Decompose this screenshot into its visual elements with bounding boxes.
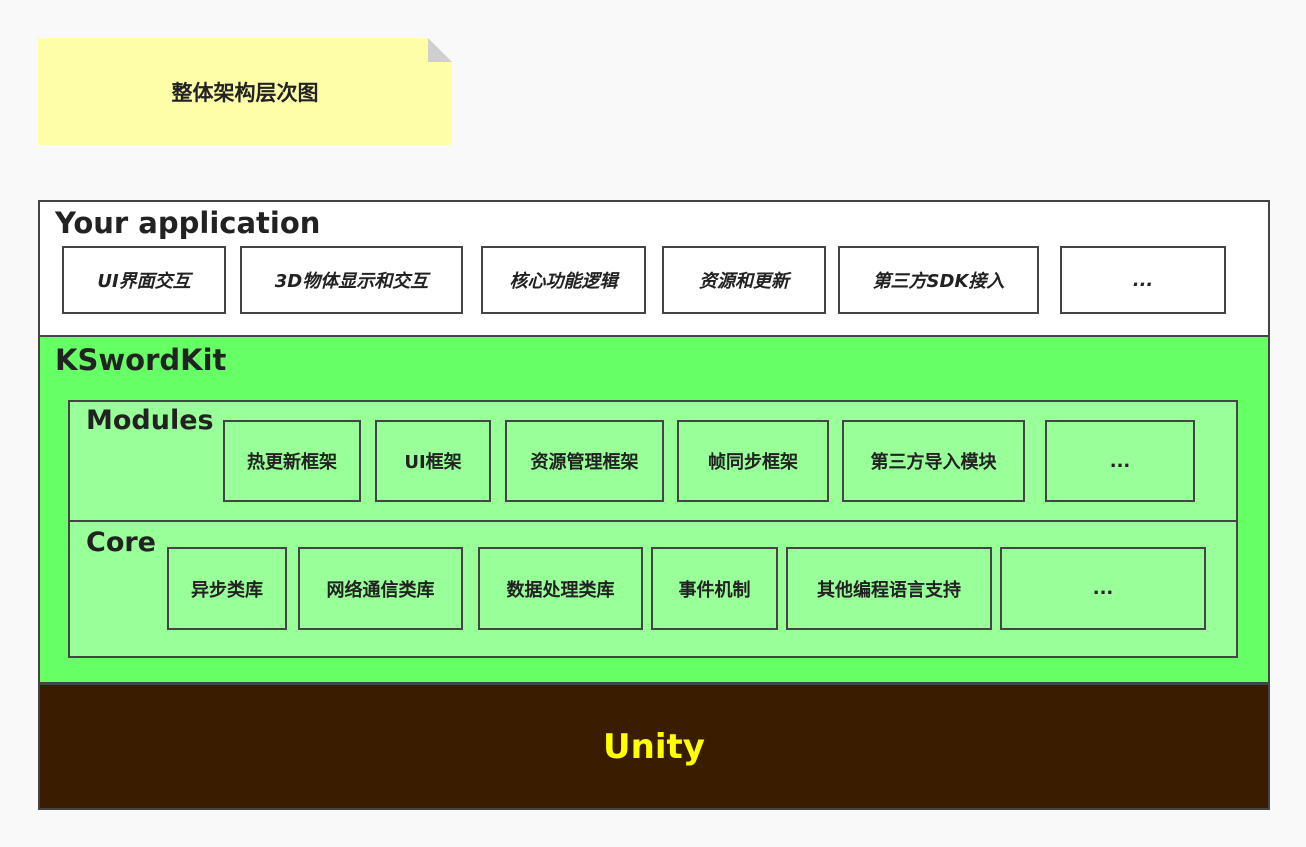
module-ui-framework: UI框架: [375, 420, 491, 502]
core-more: ...: [1000, 547, 1206, 630]
sticky-note: 整体架构层次图: [38, 38, 452, 145]
app-item-resources-and-updates: 资源和更新: [662, 246, 826, 314]
core-data-processing-library: 数据处理类库: [478, 547, 643, 630]
note-folded-corner: [428, 38, 452, 62]
app-item-3d-object-display: 3D物体显示和交互: [240, 246, 463, 314]
note-title: 整体架构层次图: [171, 80, 319, 105]
application-layer-title: Your application: [55, 206, 321, 240]
module-resource-management-framework: 资源管理框架: [505, 420, 664, 502]
modules-title: Modules: [86, 405, 214, 436]
core-async-library: 异步类库: [167, 547, 287, 630]
unity-layer: Unity: [38, 683, 1270, 810]
core-title: Core: [86, 527, 156, 558]
module-more: ...: [1045, 420, 1195, 502]
app-item-core-logic: 核心功能逻辑: [481, 246, 646, 314]
kswordkit-layer-title: KSwordKit: [55, 343, 227, 377]
app-item-more: ...: [1060, 246, 1226, 314]
core-network-library: 网络通信类库: [298, 547, 463, 630]
core-other-language-support: 其他编程语言支持: [786, 547, 992, 630]
app-item-ui-interaction: UI界面交互: [62, 246, 226, 314]
unity-layer-title: Unity: [603, 726, 705, 767]
module-hot-update-framework: 热更新框架: [223, 420, 361, 502]
app-item-third-party-sdk: 第三方SDK接入: [838, 246, 1039, 314]
core-event-mechanism: 事件机制: [651, 547, 778, 630]
module-frame-sync-framework: 帧同步框架: [677, 420, 829, 502]
module-third-party-import: 第三方导入模块: [842, 420, 1025, 502]
